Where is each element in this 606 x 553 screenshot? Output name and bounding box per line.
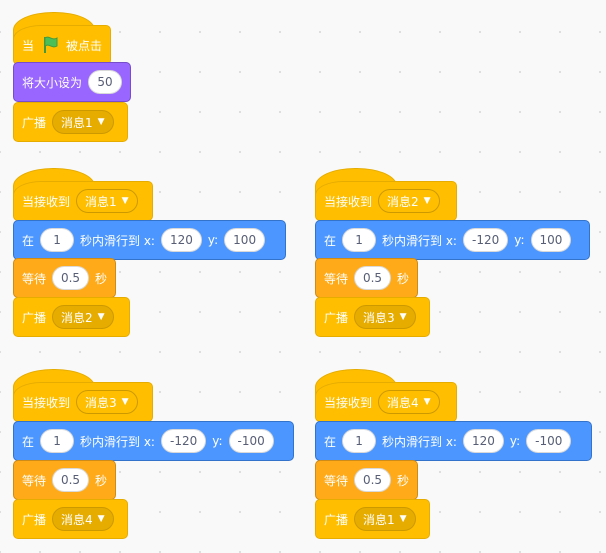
wait-seconds-input[interactable]: 0.5 (354, 266, 391, 290)
glide-to-x-label: 秒内滑行到 x: (382, 233, 457, 248)
broadcast-label: 广播 (324, 512, 349, 527)
broadcast-block[interactable]: 广播 消息4 ▼ (13, 499, 128, 539)
size-input[interactable]: 50 (88, 70, 123, 94)
green-flag-icon (40, 35, 60, 55)
glide-x-input[interactable]: -120 (462, 228, 509, 252)
glide-in-label: 在 (22, 233, 35, 248)
broadcast-message-dropdown[interactable]: 消息1 ▼ (354, 507, 416, 531)
wait-seconds-input[interactable]: 0.5 (52, 266, 89, 290)
when-label: 当 (22, 38, 35, 53)
broadcast-label: 广播 (22, 310, 47, 325)
glide-block[interactable]: 在 1 秒内滑行到 x: 120 y: 100 (13, 220, 286, 260)
broadcast-message-dropdown[interactable]: 消息2 ▼ (52, 305, 114, 329)
broadcast-block[interactable]: 广播 消息1 ▼ (13, 102, 128, 142)
glide-seconds-input[interactable]: 1 (40, 228, 75, 252)
seconds-label: 秒 (396, 271, 409, 286)
glide-in-label: 在 (324, 233, 337, 248)
glide-x-input[interactable]: -120 (160, 429, 207, 453)
when-receive-label: 当接收到 (22, 194, 71, 209)
glide-x-input[interactable]: 120 (462, 429, 504, 453)
glide-y-input[interactable]: -100 (228, 429, 274, 453)
when-receive-label: 当接收到 (324, 194, 373, 209)
glide-y-input[interactable]: -100 (526, 429, 572, 453)
wait-label: 等待 (324, 271, 349, 286)
broadcast-message-dropdown[interactable]: 消息3 ▼ (354, 305, 416, 329)
glide-to-x-label: 秒内滑行到 x: (80, 434, 155, 449)
receive-message-dropdown[interactable]: 消息2 ▼ (378, 189, 440, 213)
when-receive-block[interactable]: 当接收到 消息3 ▼ (13, 369, 153, 422)
broadcast-message-dropdown[interactable]: 消息4 ▼ (52, 507, 114, 531)
set-size-block[interactable]: 将大小设为 50 (13, 62, 131, 102)
broadcast-label: 广播 (22, 512, 47, 527)
glide-to-x-label: 秒内滑行到 x: (382, 434, 457, 449)
broadcast-label: 广播 (22, 115, 47, 130)
caret-down-icon: ▼ (399, 514, 407, 524)
glide-y-label: y: (212, 434, 223, 448)
receive-message-dropdown[interactable]: 消息3 ▼ (76, 390, 138, 414)
broadcast-label: 广播 (324, 310, 349, 325)
caret-down-icon: ▼ (399, 312, 407, 322)
caret-down-icon: ▼ (121, 196, 129, 206)
seconds-label: 秒 (396, 473, 409, 488)
when-flag-clicked-block[interactable]: 当 被点击 (13, 12, 111, 65)
glide-block[interactable]: 在 1 秒内滑行到 x: -120 y: -100 (13, 421, 294, 461)
broadcast-block[interactable]: 广播 消息1 ▼ (315, 499, 430, 539)
wait-block[interactable]: 等待 0.5 秒 (13, 258, 116, 298)
wait-block[interactable]: 等待 0.5 秒 (315, 460, 418, 500)
glide-in-label: 在 (324, 434, 337, 449)
when-receive-label: 当接收到 (324, 395, 373, 410)
wait-label: 等待 (22, 473, 47, 488)
wait-seconds-input[interactable]: 0.5 (354, 468, 391, 492)
glide-y-label: y: (207, 233, 219, 247)
caret-down-icon: ▼ (423, 397, 431, 407)
glide-y-label: y: (514, 233, 525, 247)
caret-down-icon: ▼ (423, 196, 431, 206)
glide-in-label: 在 (22, 434, 35, 449)
caret-down-icon: ▼ (97, 312, 105, 322)
glide-y-input[interactable]: 100 (530, 228, 572, 252)
caret-down-icon: ▼ (121, 397, 129, 407)
set-size-label: 将大小设为 (22, 75, 83, 90)
glide-seconds-input[interactable]: 1 (342, 228, 377, 252)
glide-y-input[interactable]: 100 (224, 228, 266, 252)
when-receive-block[interactable]: 当接收到 消息1 ▼ (13, 168, 153, 221)
receive-message-dropdown[interactable]: 消息4 ▼ (378, 390, 440, 414)
when-receive-block[interactable]: 当接收到 消息4 ▼ (315, 369, 457, 422)
receive-message-dropdown[interactable]: 消息1 ▼ (76, 189, 138, 213)
glide-seconds-input[interactable]: 1 (342, 429, 377, 453)
broadcast-block[interactable]: 广播 消息3 ▼ (315, 297, 430, 337)
when-receive-label: 当接收到 (22, 395, 71, 410)
when-receive-block[interactable]: 当接收到 消息2 ▼ (315, 168, 457, 221)
glide-x-input[interactable]: 120 (160, 228, 202, 252)
glide-y-label: y: (509, 434, 521, 448)
wait-label: 等待 (324, 473, 349, 488)
glide-to-x-label: 秒内滑行到 x: (80, 233, 155, 248)
wait-block[interactable]: 等待 0.5 秒 (13, 460, 116, 500)
wait-block[interactable]: 等待 0.5 秒 (315, 258, 418, 298)
glide-seconds-input[interactable]: 1 (40, 429, 75, 453)
glide-block[interactable]: 在 1 秒内滑行到 x: -120 y: 100 (315, 220, 590, 260)
wait-seconds-input[interactable]: 0.5 (52, 468, 89, 492)
caret-down-icon: ▼ (97, 117, 105, 127)
caret-down-icon: ▼ (97, 514, 105, 524)
broadcast-message-dropdown[interactable]: 消息1 ▼ (52, 110, 114, 134)
seconds-label: 秒 (94, 271, 107, 286)
clicked-label: 被点击 (66, 38, 103, 53)
glide-block[interactable]: 在 1 秒内滑行到 x: 120 y: -100 (315, 421, 592, 461)
wait-label: 等待 (22, 271, 47, 286)
seconds-label: 秒 (94, 473, 107, 488)
broadcast-block[interactable]: 广播 消息2 ▼ (13, 297, 130, 337)
